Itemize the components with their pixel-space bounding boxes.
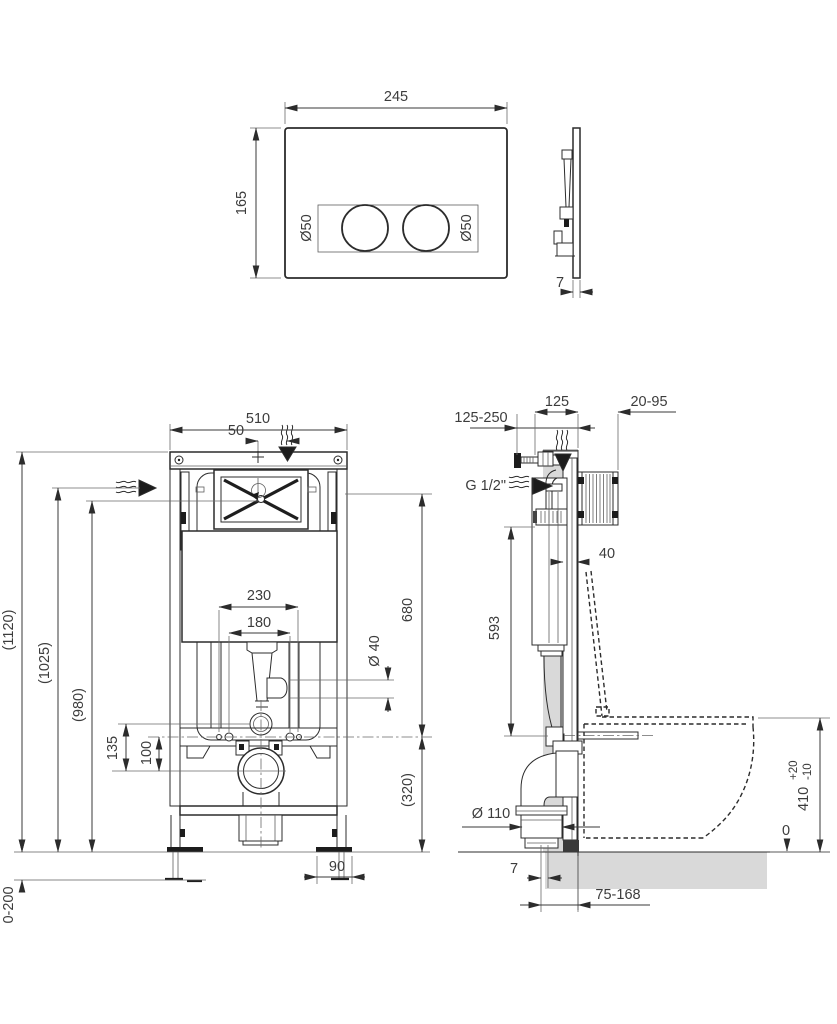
dim-profile-depth: 40 [599, 546, 615, 562]
dim-foot-plate: 90 [329, 859, 345, 875]
toilet-bowl-outline [583, 570, 755, 839]
water-inlet-side-icon [554, 429, 572, 473]
dim-frame-width: 510 [246, 411, 270, 427]
dim-total-height: (1120) [1, 610, 17, 651]
dim-bolt-span: 180 [247, 615, 271, 631]
dim-inlet-offset: 50 [228, 423, 244, 439]
dim-button-right: Ø50 [459, 214, 475, 241]
dim-panel-height: (980) [71, 688, 87, 722]
dim-bowl-height: 410 [796, 787, 812, 811]
dim-valve-drop: 593 [487, 616, 503, 640]
dim-drain-reach: 75-168 [595, 887, 640, 903]
dim-sleeve-reach: 20-95 [630, 394, 667, 410]
installation-frame-front-view [165, 451, 352, 883]
dim-supply-reach: 125-250 [454, 410, 507, 426]
dim-button-left: Ø50 [299, 214, 315, 241]
flush-plate-side-view: 7 [553, 127, 593, 298]
label-floor-level: 0 [782, 823, 790, 839]
dim-bend-drop: 135 [105, 736, 121, 760]
dim-plate-width: 245 [384, 89, 408, 105]
dim-bowl-tol-plus: +20 [788, 760, 800, 780]
dim-lower-height: (320) [400, 773, 416, 807]
dim-anchor-span: 230 [247, 588, 271, 604]
flush-plate-front-view: 245 165 Ø50 Ø50 [234, 89, 508, 279]
dim-bowl-tol-minus: -10 [802, 763, 814, 780]
dim-frame-depth: 125 [545, 394, 569, 410]
dim-axis-gap: 7 [510, 861, 518, 877]
dim-spare-outlet: Ø 40 [367, 635, 383, 666]
frame-front-dimensions: 510 50 (1120) (1025) (980) 0-200 230 180… [1, 411, 432, 924]
dim-plate-thickness: 7 [556, 275, 564, 291]
frame-side-dimensions: 125-250 125 20-95 40 593 Ø 110 7 75-168 [454, 394, 830, 912]
dim-upper-height: 680 [400, 598, 416, 622]
dim-foot-range: 0-200 [1, 886, 17, 923]
dim-drain-diameter: Ø 110 [472, 806, 510, 822]
dim-plate-height: 165 [234, 191, 250, 215]
dim-supply-height: (1025) [37, 642, 53, 684]
installation-frame-side-view [458, 449, 830, 910]
water-supply-icon [508, 475, 554, 495]
label-water-thread: G 1/2" [465, 478, 506, 494]
dim-rail-drop: 100 [139, 741, 155, 765]
floor-section [545, 852, 767, 889]
rotation-arrow-icon [251, 478, 266, 500]
